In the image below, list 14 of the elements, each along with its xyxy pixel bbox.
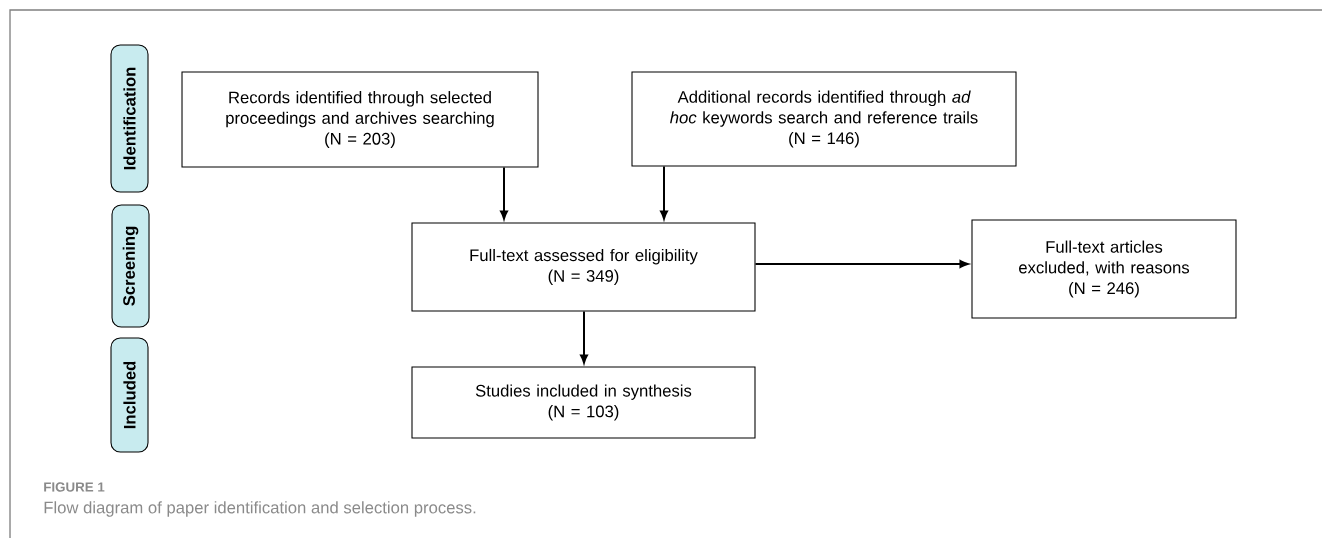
- stage-label: Included: [110, 337, 149, 453]
- process-box: Additional records identified through ad hoc keywords search and reference trails (N = 146): [631, 71, 1017, 167]
- process-box: Studies included in synthesis (N = 103): [411, 366, 756, 439]
- arrow: [660, 165, 668, 220]
- stage-label: Screening: [111, 204, 150, 328]
- figure-number: FIGURE 1: [44, 482, 105, 492]
- process-box: Full-text articles excluded, with reasons (N = 246): [971, 219, 1237, 319]
- process-box: Full-text assessed for eligibility (N = 349): [411, 222, 756, 312]
- process-box: Records identified through selected proceedings and archives searching (N = 203): [181, 71, 539, 168]
- stage-label: Identification: [110, 44, 149, 193]
- arrow: [754, 260, 969, 268]
- arrow: [500, 166, 508, 220]
- arrow: [580, 310, 588, 364]
- caption: Flow diagram of paper identification and selection process.: [44, 501, 476, 517]
